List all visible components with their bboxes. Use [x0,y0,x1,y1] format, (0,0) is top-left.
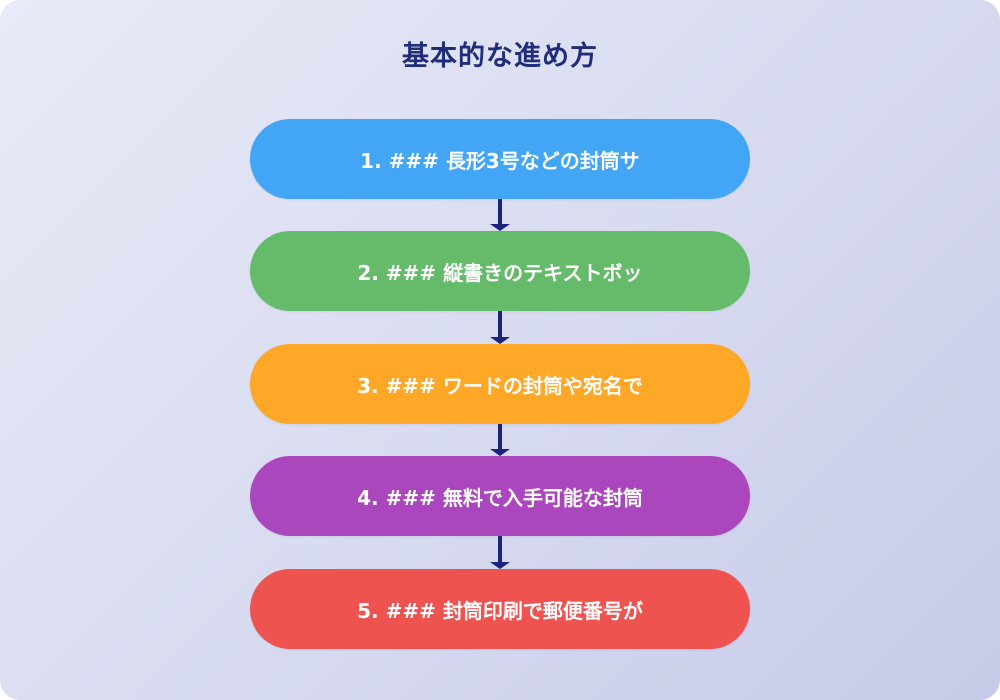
arrow-down-icon [490,311,510,344]
flow-step-label: 1. ### 長形3号などの封筒サ [360,148,640,173]
flow-step-label: 3. ### ワードの封筒や宛名で [357,373,643,398]
diagram-title: 基本的な進め方 [402,41,598,72]
flow-step-5: 5. ### 封筒印刷で郵便番号が [250,569,750,649]
flow-step-4: 4. ### 無料で入手可能な封筒 [250,456,750,536]
arrow-down-icon [490,199,510,231]
flow-step-1: 1. ### 長形3号などの封筒サ [250,119,750,199]
flow-step-3: 3. ### ワードの封筒や宛名で [250,344,750,424]
flow-step-label: 4. ### 無料で入手可能な封筒 [357,485,643,510]
flow-step-label: 5. ### 封筒印刷で郵便番号が [357,598,643,623]
arrow-down-icon [490,424,510,456]
flow-step-label: 2. ### 縦書きのテキストボッ [357,260,643,285]
flow-step-2: 2. ### 縦書きのテキストボッ [250,231,750,311]
arrow-down-icon [490,536,510,569]
